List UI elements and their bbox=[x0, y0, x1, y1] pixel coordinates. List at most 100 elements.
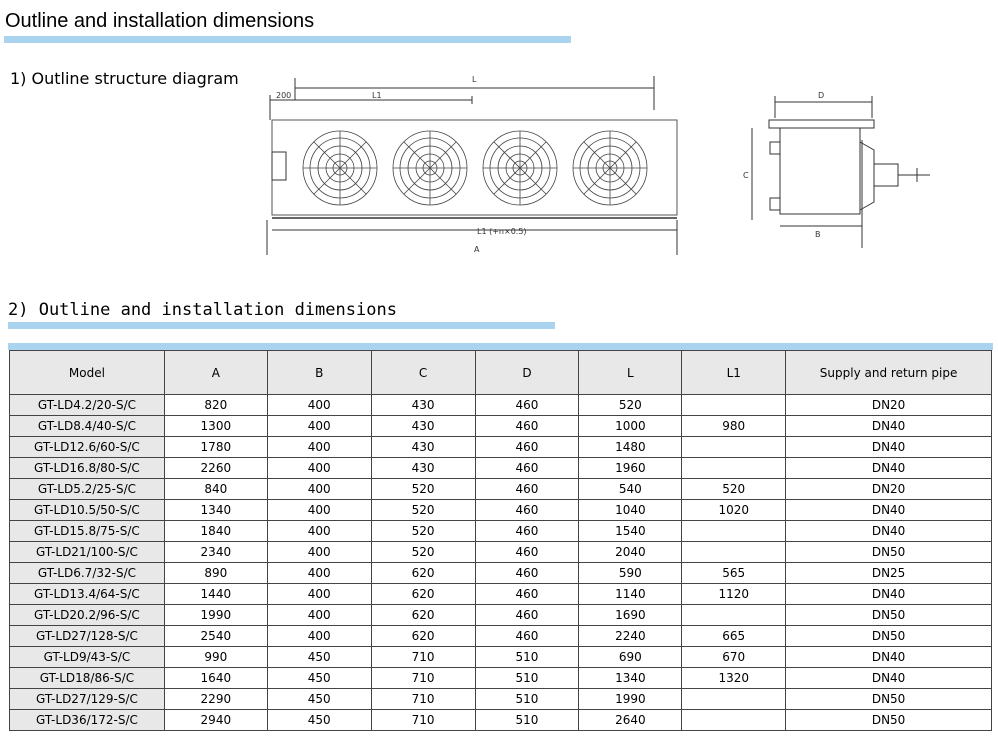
page-title: Outline and installation dimensions bbox=[5, 10, 315, 32]
dim-label-bottom: L1 (+n×0.5) bbox=[477, 227, 527, 236]
table-cell: 1440 bbox=[163, 583, 268, 605]
title-underline bbox=[4, 36, 571, 43]
table-cell: DN50 bbox=[785, 688, 992, 710]
table-cell: DN40 bbox=[785, 457, 992, 479]
table-cell bbox=[681, 541, 787, 563]
table-cell: 430 bbox=[370, 436, 476, 458]
table-cell: 670 bbox=[681, 646, 787, 668]
table-cell: GT-LD36/172-S/C bbox=[9, 709, 165, 731]
dim-label-D: D bbox=[818, 91, 824, 100]
table-cell: 1020 bbox=[681, 499, 787, 521]
table-cell: 1780 bbox=[163, 436, 268, 458]
table-cell: 710 bbox=[370, 667, 476, 689]
table-cell: 1300 bbox=[163, 415, 268, 437]
table-cell: 510 bbox=[474, 709, 580, 731]
table-cell: 460 bbox=[474, 415, 580, 437]
table-cell: 430 bbox=[370, 457, 476, 479]
table-cell: DN40 bbox=[785, 520, 992, 542]
col-header-l1: L1 bbox=[681, 350, 787, 395]
table-cell: 400 bbox=[266, 394, 372, 416]
table-cell: 460 bbox=[474, 499, 580, 521]
table-top-bar bbox=[8, 343, 993, 350]
table-cell: GT-LD20.2/96-S/C bbox=[9, 604, 165, 626]
table-cell: 460 bbox=[474, 436, 580, 458]
table-cell: 2040 bbox=[578, 541, 683, 563]
table-cell: 450 bbox=[266, 688, 372, 710]
table-cell: 460 bbox=[474, 562, 580, 584]
table-cell: 510 bbox=[474, 667, 580, 689]
table-cell: 520 bbox=[370, 478, 476, 500]
table-cell: 460 bbox=[474, 604, 580, 626]
table-cell: GT-LD13.4/64-S/C bbox=[9, 583, 165, 605]
table-cell: 1040 bbox=[578, 499, 683, 521]
table-cell: DN20 bbox=[785, 478, 992, 500]
table-cell: GT-LD15.8/75-S/C bbox=[9, 520, 165, 542]
table-cell: DN40 bbox=[785, 499, 992, 521]
table-cell: 2290 bbox=[163, 688, 268, 710]
dim-label-200: 200 bbox=[276, 91, 291, 100]
table-cell: 430 bbox=[370, 394, 476, 416]
table-cell: GT-LD27/129-S/C bbox=[9, 688, 165, 710]
table-cell: 400 bbox=[266, 478, 372, 500]
table-cell: GT-LD8.4/40-S/C bbox=[9, 415, 165, 437]
table-cell bbox=[681, 709, 787, 731]
table-cell: 2540 bbox=[163, 625, 268, 647]
table-cell: 620 bbox=[370, 583, 476, 605]
table-cell: 400 bbox=[266, 625, 372, 647]
table-cell: 460 bbox=[474, 541, 580, 563]
table-cell: 620 bbox=[370, 625, 476, 647]
table-cell: 1640 bbox=[163, 667, 268, 689]
dimensions-table: Model A B C D L L1 Supply and return pip… bbox=[9, 350, 992, 731]
table-cell: 450 bbox=[266, 646, 372, 668]
table-cell: 450 bbox=[266, 667, 372, 689]
table-cell: 1480 bbox=[578, 436, 683, 458]
table-cell: 1320 bbox=[681, 667, 787, 689]
section-heading-diagram: 1) Outline structure diagram bbox=[10, 69, 239, 88]
col-header-a: A bbox=[163, 350, 268, 395]
table-cell: 460 bbox=[474, 520, 580, 542]
table-cell: GT-LD27/128-S/C bbox=[9, 625, 165, 647]
table-cell: 1120 bbox=[681, 583, 787, 605]
table-cell: 400 bbox=[266, 562, 372, 584]
table-cell: 400 bbox=[266, 436, 372, 458]
table-cell: 430 bbox=[370, 415, 476, 437]
table-cell: 1000 bbox=[578, 415, 683, 437]
col-header-d: D bbox=[474, 350, 580, 395]
table-cell: 2640 bbox=[578, 709, 683, 731]
table-cell: 565 bbox=[681, 562, 787, 584]
table-cell: GT-LD6.7/32-S/C bbox=[9, 562, 165, 584]
table-cell: DN20 bbox=[785, 394, 992, 416]
table-cell: 520 bbox=[370, 520, 476, 542]
table-cell: DN40 bbox=[785, 646, 992, 668]
col-header-l: L bbox=[578, 350, 683, 395]
table-header-row: Model A B C D L L1 Supply and return pip… bbox=[9, 350, 992, 395]
dim-label-B: B bbox=[815, 230, 821, 239]
table-cell: 400 bbox=[266, 499, 372, 521]
col-header-c: C bbox=[370, 350, 476, 395]
table-cell: 2260 bbox=[163, 457, 268, 479]
table-cell: 460 bbox=[474, 583, 580, 605]
table-cell: DN50 bbox=[785, 625, 992, 647]
table-cell: DN50 bbox=[785, 541, 992, 563]
table-cell: DN25 bbox=[785, 562, 992, 584]
table-cell: 540 bbox=[578, 478, 683, 500]
table-cell: 1540 bbox=[578, 520, 683, 542]
table-cell: 1340 bbox=[163, 499, 268, 521]
table-cell: 400 bbox=[266, 604, 372, 626]
table-cell: DN40 bbox=[785, 583, 992, 605]
col-header-pipe: Supply and return pipe bbox=[785, 350, 992, 395]
table-cell: GT-LD9/43-S/C bbox=[9, 646, 165, 668]
table-cell bbox=[681, 436, 787, 458]
table-cell: 665 bbox=[681, 625, 787, 647]
table-cell bbox=[681, 520, 787, 542]
table-cell: DN50 bbox=[785, 709, 992, 731]
